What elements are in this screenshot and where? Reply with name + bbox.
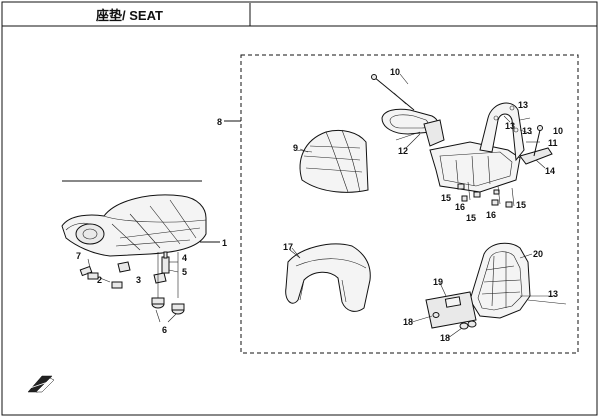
callout-6: 6 <box>162 325 167 335</box>
callout-20: 20 <box>533 249 543 259</box>
callout-9: 9 <box>293 143 298 153</box>
subassembly-boundary <box>240 54 579 354</box>
callout-15-c: 15 <box>516 200 526 210</box>
callout-16-b: 16 <box>486 210 496 220</box>
diagram-title: 座垫/ SEAT <box>95 8 163 23</box>
callout-3: 3 <box>136 275 141 285</box>
seat-assembly <box>61 194 207 257</box>
callout-13-a: 13 <box>518 100 528 110</box>
callout-1: 1 <box>222 238 227 248</box>
callout-18-b: 18 <box>440 333 450 343</box>
callout-12: 12 <box>398 146 408 156</box>
callout-15-a: 15 <box>441 193 451 203</box>
callout-4: 4 <box>182 253 187 263</box>
callout-18-a: 18 <box>403 317 413 327</box>
seat-fasteners <box>79 251 185 323</box>
part-17-rear-cover <box>285 243 371 312</box>
leader-lines <box>291 73 546 339</box>
callout-13-d: 13 <box>548 289 558 299</box>
callout-13-c: 13 <box>522 126 532 136</box>
callout-13-b: 13 <box>505 121 515 131</box>
callout-17: 17 <box>283 242 293 252</box>
callout-10-right: 10 <box>553 126 563 136</box>
callout-2: 2 <box>97 275 102 285</box>
callout-15-b: 15 <box>466 213 476 223</box>
callout-16-a: 16 <box>455 202 465 212</box>
callout-19: 19 <box>433 277 443 287</box>
manufacturer-logo <box>27 375 55 393</box>
part-20-backrest-frame <box>425 242 567 330</box>
seat-frame <box>371 74 553 208</box>
callout-8: 8 <box>217 117 222 127</box>
callout-labels: 1 2 3 4 5 6 7 8 9 10 10 11 12 13 13 13 1… <box>76 67 563 343</box>
callout-5: 5 <box>182 267 187 277</box>
callout-10-top: 10 <box>390 67 400 77</box>
part-9-seat-cover <box>295 129 369 193</box>
callout-7: 7 <box>76 251 81 261</box>
callout-11: 11 <box>548 138 558 148</box>
callout-14: 14 <box>545 166 555 176</box>
